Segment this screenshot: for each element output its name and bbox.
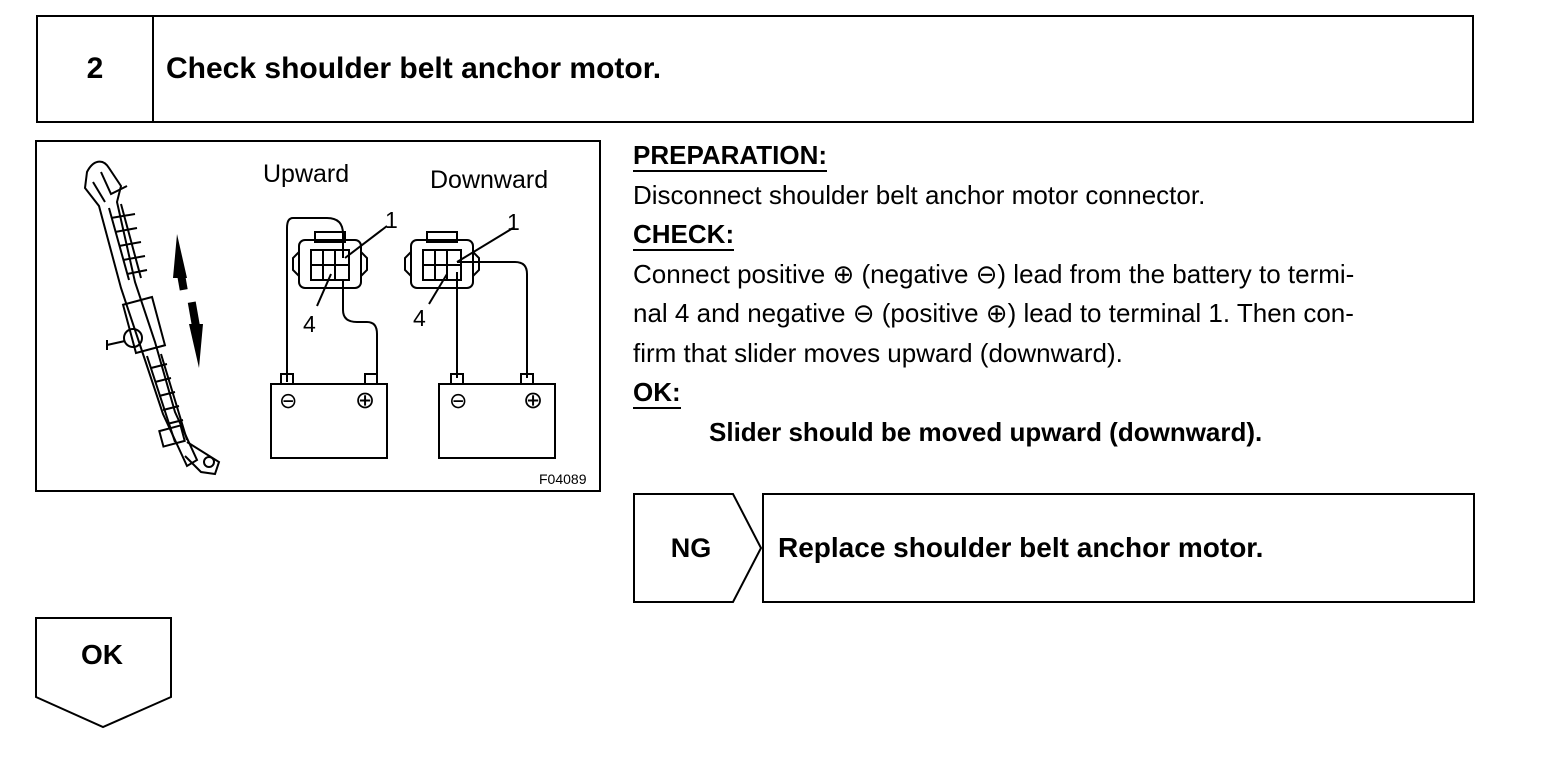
downward-battery-positive: ⊕ xyxy=(523,387,543,414)
downward-wiring xyxy=(428,227,528,378)
ok-arrow-shape xyxy=(35,617,172,729)
downward-terminal-1: 1 xyxy=(507,209,520,235)
step-header: 2 Check shoulder belt anchor motor. xyxy=(36,15,1474,123)
downward-connector xyxy=(404,231,480,289)
ng-result-arrow: NG xyxy=(633,493,763,603)
instructions: PREPARATION: Disconnect shoulder belt an… xyxy=(633,136,1478,452)
figure-code: F04089 xyxy=(539,471,587,487)
ng-arrow-shape xyxy=(633,493,763,603)
downward-battery xyxy=(438,373,556,459)
ok-heading: OK: xyxy=(633,377,681,409)
upward-battery-positive: ⊕ xyxy=(355,387,375,414)
step-number: 2 xyxy=(38,17,154,121)
ng-label: NG xyxy=(670,532,712,563)
check-heading: CHECK: xyxy=(633,219,735,251)
upward-wiring xyxy=(286,217,388,382)
belt-anchor-illustration xyxy=(83,160,221,476)
downward-terminal-4: 4 xyxy=(413,305,426,331)
upward-battery xyxy=(270,373,388,459)
upward-connector xyxy=(292,231,368,289)
ng-action: Replace shoulder belt anchor motor. xyxy=(762,493,1475,603)
figure-drawing: Upward Downward 1 4 ⊖ ⊕ xyxy=(83,160,587,487)
downward-label: Downward xyxy=(430,166,548,194)
upward-label: Upward xyxy=(263,160,349,188)
preparation-heading: PREPARATION: xyxy=(633,140,828,172)
check-line: Connect positive ⊕ (negative ⊖) lead fro… xyxy=(633,258,1355,289)
step-title: Check shoulder belt anchor motor. xyxy=(166,52,662,85)
wiring-figure: Upward Downward 1 4 ⊖ ⊕ xyxy=(35,140,601,492)
ok-result-text: Slider should be moved upward (downward)… xyxy=(709,416,1263,447)
preparation-text: Disconnect shoulder belt anchor motor co… xyxy=(633,179,1206,210)
check-line: firm that slider moves upward (downward)… xyxy=(633,337,1123,368)
ok-result-arrow: OK xyxy=(35,617,173,729)
ok-label: OK xyxy=(81,639,123,670)
upward-battery-negative: ⊖ xyxy=(279,388,297,413)
downward-battery-negative: ⊖ xyxy=(449,388,467,413)
check-line: nal 4 and negative ⊖ (positive ⊕) lead t… xyxy=(633,298,1354,328)
movement-arrows xyxy=(173,234,203,368)
upward-terminal-4: 4 xyxy=(303,311,316,337)
upward-terminal-1: 1 xyxy=(385,207,398,233)
